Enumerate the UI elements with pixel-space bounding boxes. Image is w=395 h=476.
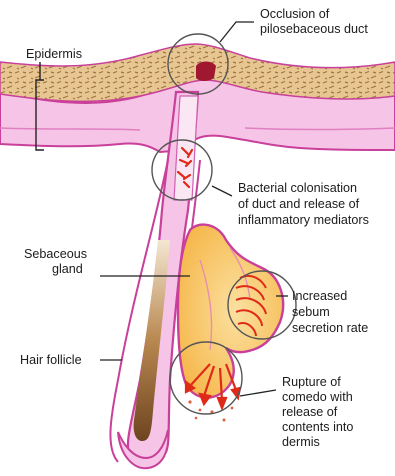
label-sebaceous-2: gland [52,262,83,276]
label-sebaceous-1: Sebaceous [24,247,87,261]
label-occlusion-1: Occlusion of [260,7,330,21]
label-bacterial-1: Bacterial colonisation [238,181,357,195]
label-bacterial-2: of duct and release of [238,197,360,211]
label-hair-follicle: Hair follicle [20,353,82,367]
label-bacterial-3: inflammatory mediators [238,213,369,227]
label-rupture-1: Rupture of [282,375,341,389]
label-epidermis: Epidermis [26,47,82,61]
label-rupture-4: contents into [282,420,353,434]
label-increased-1: Increased [292,289,347,303]
occlusion-plug [196,62,216,82]
label-occlusion-2: pilosebaceous duct [260,22,368,36]
rupture-debris [188,400,233,421]
label-increased-3: secretion rate [292,321,368,335]
label-rupture-2: comedo with [282,390,353,404]
label-rupture-5: dermis [282,435,320,449]
sebaceous-gland [178,225,283,398]
label-increased-2: sebum [292,305,330,319]
label-rupture-3: release of [282,405,338,419]
